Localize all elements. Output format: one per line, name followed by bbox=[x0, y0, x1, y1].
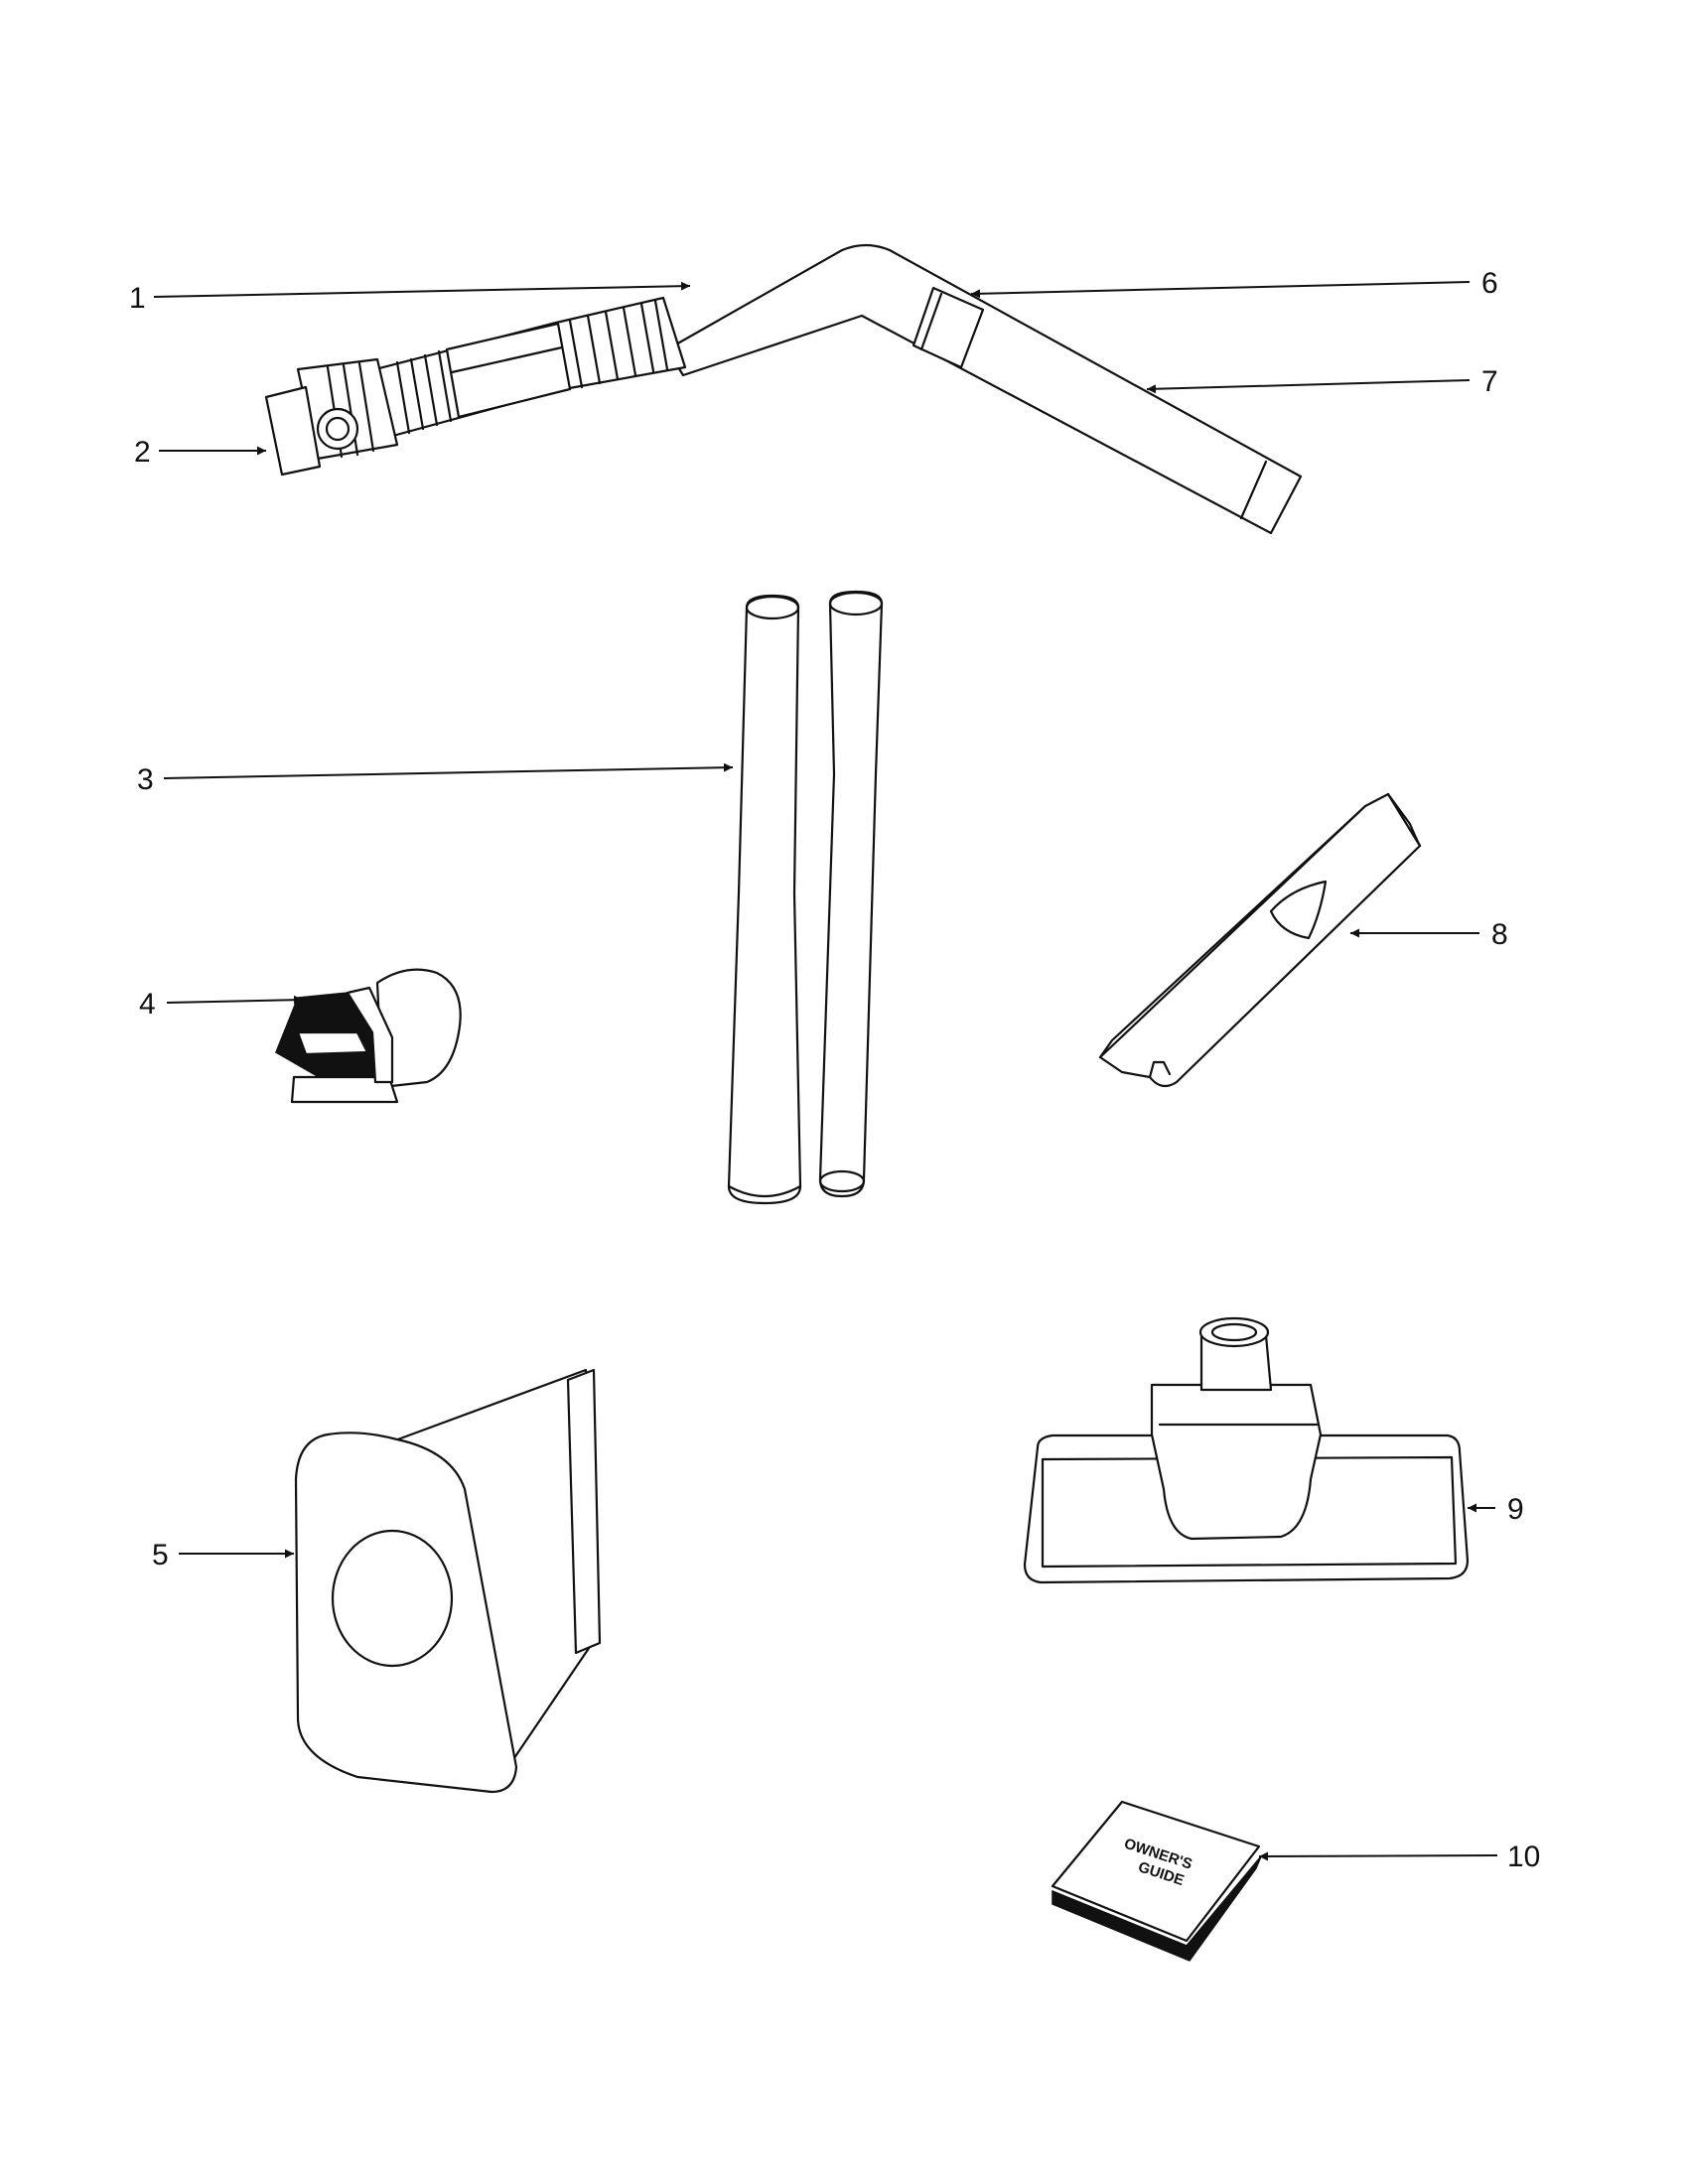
bent-wand bbox=[665, 243, 1303, 535]
callout-4: 4 bbox=[139, 988, 156, 1021]
hose-assembly bbox=[264, 243, 1303, 535]
dusting-brush bbox=[275, 968, 462, 1104]
crevice-window bbox=[1269, 880, 1328, 940]
extension-wand-left bbox=[727, 594, 802, 1205]
connector-button bbox=[316, 407, 359, 451]
callout-6: 6 bbox=[1481, 267, 1498, 300]
nozzle-neck bbox=[1150, 1383, 1323, 1541]
callout-8: 8 bbox=[1491, 918, 1508, 951]
callout-9: 9 bbox=[1507, 1493, 1524, 1526]
callout-5: 5 bbox=[152, 1539, 169, 1571]
callout-leaders bbox=[153, 281, 1498, 1861]
crevice-tool bbox=[1098, 792, 1422, 1088]
callout-7: 7 bbox=[1481, 365, 1498, 398]
callout-10: 10 bbox=[1507, 1841, 1540, 1873]
callout-3: 3 bbox=[137, 763, 154, 796]
dust-bag bbox=[294, 1368, 602, 1794]
owners-guide-book: OWNER'S GUIDE bbox=[1051, 1800, 1262, 1962]
callout-labels: 1 2 3 4 5 6 7 8 9 10 bbox=[129, 267, 1540, 1873]
bag-opening bbox=[331, 1529, 454, 1668]
extension-wands bbox=[727, 590, 884, 1205]
hose-ribs bbox=[395, 299, 669, 435]
wand-coupling bbox=[912, 286, 985, 369]
callout-2: 2 bbox=[134, 436, 151, 469]
extension-wand-right bbox=[818, 590, 884, 1198]
bag-collar bbox=[294, 1432, 518, 1794]
callout-1: 1 bbox=[129, 282, 146, 315]
floor-nozzle bbox=[1023, 1316, 1470, 1584]
